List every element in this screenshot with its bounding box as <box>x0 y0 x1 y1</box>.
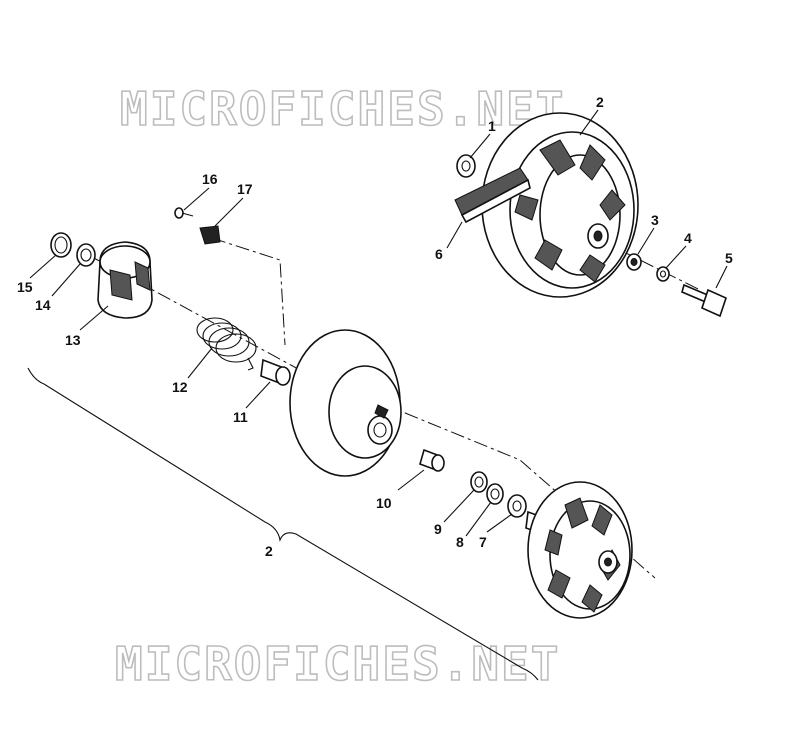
cam-part-13 <box>97 241 153 319</box>
belt-part-6 <box>454 167 531 224</box>
washer-part-8 <box>486 483 504 505</box>
fixed-sheave-lower <box>525 481 633 619</box>
callout-8: 8 <box>456 534 464 550</box>
callout-15: 15 <box>17 279 33 295</box>
callout-7: 7 <box>479 534 487 550</box>
callout-17: 17 <box>237 181 253 197</box>
bushing-part-10 <box>419 448 445 472</box>
callout-1: 1 <box>488 118 496 134</box>
callout-10: 10 <box>376 495 392 511</box>
upper-sheave-assembly <box>481 112 639 298</box>
callout-3: 3 <box>651 212 659 228</box>
washer-part-9 <box>470 471 488 493</box>
moveable-sheave <box>289 329 402 477</box>
washer-part-3 <box>626 253 642 271</box>
watermark-top: MICROFICHES.NET <box>120 82 565 136</box>
callout-2-upper: 2 <box>596 94 604 110</box>
callout-12: 12 <box>172 379 188 395</box>
leader-lines <box>29 109 728 537</box>
callout-6: 6 <box>435 246 443 262</box>
bushing-part-11 <box>260 358 291 386</box>
callout-13: 13 <box>65 332 81 348</box>
watermark-bottom: MICROFICHES.NET <box>115 637 560 691</box>
washer-part-14 <box>76 243 96 267</box>
callout-4: 4 <box>684 230 692 246</box>
callout-labels: 1 2 3 4 5 6 7 8 9 10 11 12 13 14 15 16 1… <box>17 94 733 559</box>
washer-part-7 <box>507 494 527 518</box>
washer-part-4 <box>656 266 670 282</box>
callout-5: 5 <box>725 250 733 266</box>
snap-ring-part-15 <box>50 232 72 258</box>
washer-part-1 <box>456 154 476 178</box>
assembly-bracket <box>27 367 539 681</box>
callout-9: 9 <box>434 521 442 537</box>
callout-14: 14 <box>35 297 51 313</box>
callout-11: 11 <box>233 409 248 425</box>
screw-part-16 <box>174 207 194 219</box>
callout-2-bracket: 2 <box>265 543 273 559</box>
clip-part-17 <box>199 225 221 245</box>
bolt-part-5 <box>681 283 727 318</box>
spring-part-12 <box>196 317 257 371</box>
callout-16: 16 <box>202 171 218 187</box>
